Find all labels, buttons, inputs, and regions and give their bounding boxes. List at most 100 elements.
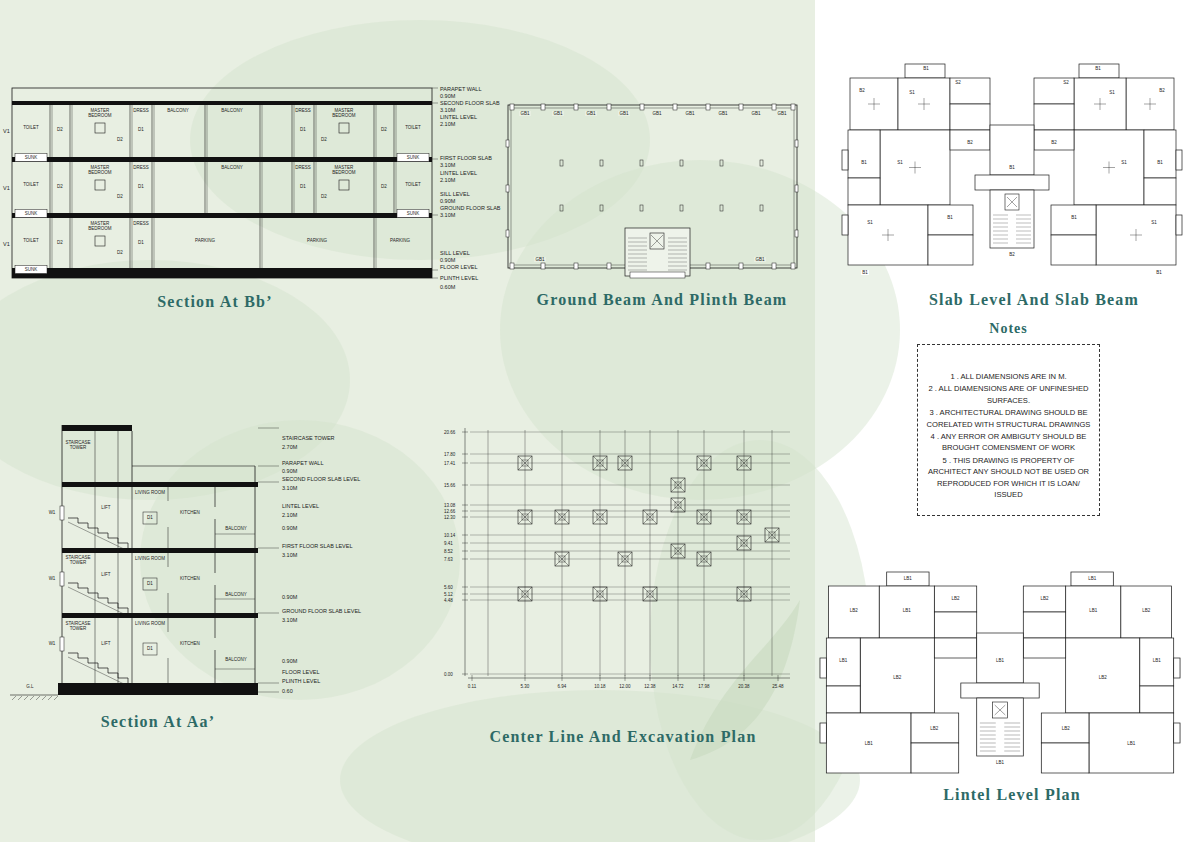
panel-title: Section At Bb’ — [157, 292, 272, 311]
drawing-rect — [650, 233, 664, 249]
drawing-line — [118, 431, 119, 683]
member-label: B1 — [922, 66, 930, 71]
drawing-line — [258, 428, 279, 429]
drawing-rect — [1034, 130, 1074, 150]
drawing-line — [205, 162, 206, 213]
drawing-line — [671, 478, 685, 492]
drawing-rect — [905, 64, 945, 78]
level-annotation: FIRST FLOOR SLAB LEVEL — [282, 543, 353, 550]
drawing-line — [1004, 751, 1020, 752]
drawing-line — [470, 535, 790, 536]
level-annotation: 3.10M — [440, 107, 455, 114]
drawing-rect — [1176, 150, 1182, 170]
drawing-rect — [720, 205, 723, 211]
drawing-line — [668, 242, 687, 243]
drawing-rect — [640, 104, 644, 110]
drawing-line — [72, 218, 73, 268]
drawing-line — [260, 105, 261, 157]
drawing-line — [625, 430, 626, 676]
drawing-line — [915, 162, 916, 174]
drawing-rect — [760, 160, 763, 166]
drawing-line — [292, 105, 293, 157]
drawing-line — [518, 510, 532, 524]
drawing-rect — [12, 101, 432, 105]
drawing-line — [628, 262, 647, 263]
drawing-rect — [618, 456, 632, 470]
room-label: D2 — [117, 137, 123, 142]
level-annotation: 0.90M — [282, 468, 297, 475]
drawing-rect — [697, 510, 711, 524]
room-label: W1 — [49, 510, 56, 515]
drawing-rect — [993, 702, 1008, 718]
panel-title: Slab Level And Slab Beam — [929, 290, 1139, 309]
room-label: KITCHEN — [180, 576, 200, 581]
room-label: D2 — [381, 184, 387, 189]
drawing-rect — [739, 104, 743, 110]
drawing-line — [593, 587, 607, 601]
member-label: LB2 — [1098, 675, 1108, 680]
notes-heading: Notes — [918, 321, 1099, 337]
drawing-line — [168, 618, 169, 632]
drawing-line — [993, 243, 1008, 244]
member-label: S2 — [1062, 80, 1070, 85]
drawing-line — [1016, 239, 1031, 240]
room-label: LIVING ROOM — [135, 621, 165, 626]
panel-title: Center Line And Excavation Plan — [489, 727, 756, 746]
dimension-value: 5.12 — [444, 592, 453, 597]
room-label: D2 — [57, 184, 63, 189]
drawing-rect — [1074, 130, 1144, 205]
drawing-rect — [737, 510, 751, 524]
drawing-line — [258, 482, 279, 483]
drawing-line — [555, 510, 569, 524]
drawing-line — [462, 485, 468, 486]
drawing-rect — [673, 104, 677, 110]
room-label: MASTER BEDROOM — [328, 165, 360, 176]
drawing-line — [737, 536, 751, 550]
drawing-rect — [640, 160, 643, 166]
drawing-rect — [15, 266, 47, 274]
drawing-line — [30, 696, 34, 700]
drawing-line — [600, 430, 601, 676]
drawing-line — [1004, 731, 1020, 732]
dimension-value: 17.41 — [444, 461, 455, 466]
drawing-rect — [928, 235, 973, 265]
drawing-line — [462, 551, 468, 552]
drawing-rect — [339, 123, 349, 133]
level-annotation: 3.10M — [282, 552, 297, 559]
drawing-line — [980, 739, 996, 740]
level-annotation: FLOOR LEVEL — [440, 264, 478, 271]
member-label: B1 — [1156, 160, 1164, 165]
drawing-line — [376, 162, 377, 213]
drawing-line — [650, 430, 651, 676]
drawing-line — [255, 466, 256, 683]
room-label: STAIRCASE TOWER — [63, 440, 93, 451]
drawing-rect — [593, 587, 607, 601]
member-label: LB1 — [995, 760, 1005, 765]
note-item: 5 . THIS DRAWING IS PROPERTY OF ARCHITEC… — [926, 455, 1091, 501]
drawing-rect — [950, 104, 990, 130]
drawing-line — [888, 229, 889, 241]
drawing-line — [72, 105, 73, 157]
drawing-line — [132, 618, 133, 683]
drawing-line — [555, 510, 569, 524]
room-label: LIFT — [101, 572, 110, 577]
drawing-rect — [1096, 205, 1176, 265]
drawing-rect — [1005, 194, 1019, 210]
drawing-rect — [848, 178, 880, 205]
level-annotation: 0.60 — [282, 688, 293, 695]
drawing-rect — [860, 638, 934, 713]
drawing-rect — [1140, 686, 1174, 713]
drawing-line — [374, 162, 375, 213]
level-annotation: 0.60M — [440, 284, 455, 291]
level-annotation: 0.90M — [440, 257, 455, 264]
member-label: GB1 — [684, 111, 695, 116]
drawing-rect — [574, 263, 578, 269]
drawing-rect — [879, 586, 934, 638]
room-label: TOILET — [23, 238, 39, 243]
room-label: D2 — [381, 127, 387, 132]
level-annotation: 0.90M — [282, 525, 297, 532]
room-label: SUNK — [25, 155, 38, 160]
drawing-rect — [143, 643, 157, 655]
